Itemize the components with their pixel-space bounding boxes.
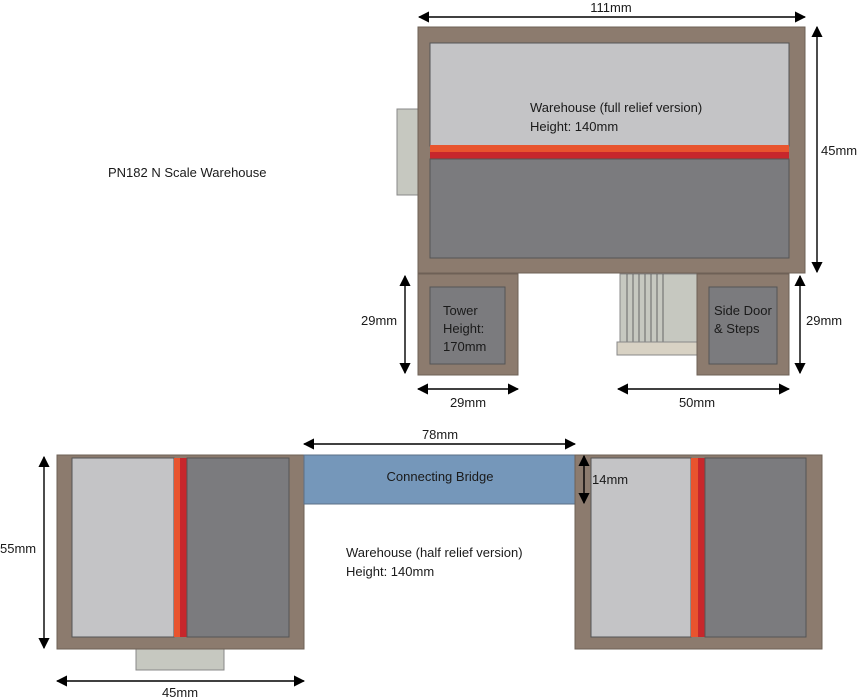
full-relief-roof-light [429,42,790,147]
half-relief-label-line1: Warehouse (half relief version) [346,545,523,560]
full-relief-label-line1: Warehouse (full relief version) [530,100,702,115]
side-door-label-line1: Side Door [714,303,772,318]
dimension-lines [38,11,823,687]
half-relief-right-roof-dark [704,457,807,638]
full-relief-ridge-orange [430,145,789,152]
steps-block [619,273,700,343]
dim-half-relief-width-label: 45mm [162,685,198,700]
full-relief-warehouse [396,26,806,274]
bridge-label: Connecting Bridge [387,469,494,484]
half-relief-right-roof-light [590,457,692,638]
dim-111mm-label: 111mm [590,0,631,15]
diagram-title: PN182 N Scale Warehouse [108,165,267,180]
tower-label-line3: 170mm [443,339,486,354]
side-door-label-line2: & Steps [714,321,760,336]
steps-base [616,341,700,356]
steps [616,273,700,356]
dim-side-door-width-label: 50mm [679,395,715,410]
half-relief-right-ridge-red [698,458,705,637]
half-relief-left-ridge-red [180,458,187,637]
dim-bridge-depth-label: 14mm [592,472,628,487]
full-relief-ridge-red [430,152,789,159]
tower [417,273,519,376]
half-relief-left-ridge-orange [174,458,180,637]
full-relief-roof-dark [429,158,790,259]
half-relief-left-roof-light [71,457,175,638]
tower-label-line2: Height: [443,321,484,336]
half-relief-label-line2: Height: 140mm [346,564,434,579]
half-relief-right [574,454,823,650]
half-relief-left-roof-dark [186,457,290,638]
dim-tower-width-label: 29mm [450,395,486,410]
half-relief-left [56,454,305,671]
dim-side-door-depth-label: 29mm [806,313,842,328]
side-door-roof [708,286,778,365]
dim-half-relief-height-label: 55mm [0,541,36,556]
side-door [696,273,790,376]
full-relief-label-line2: Height: 140mm [530,119,618,134]
tower-label-line1: Tower [443,303,478,318]
dim-45mm-label: 45mm [821,143,857,158]
half-relief-right-ridge-orange [691,458,698,637]
tower-roof [429,286,506,365]
dim-tower-depth-label: 29mm [361,313,397,328]
dim-bridge-length-label: 78mm [422,427,458,442]
